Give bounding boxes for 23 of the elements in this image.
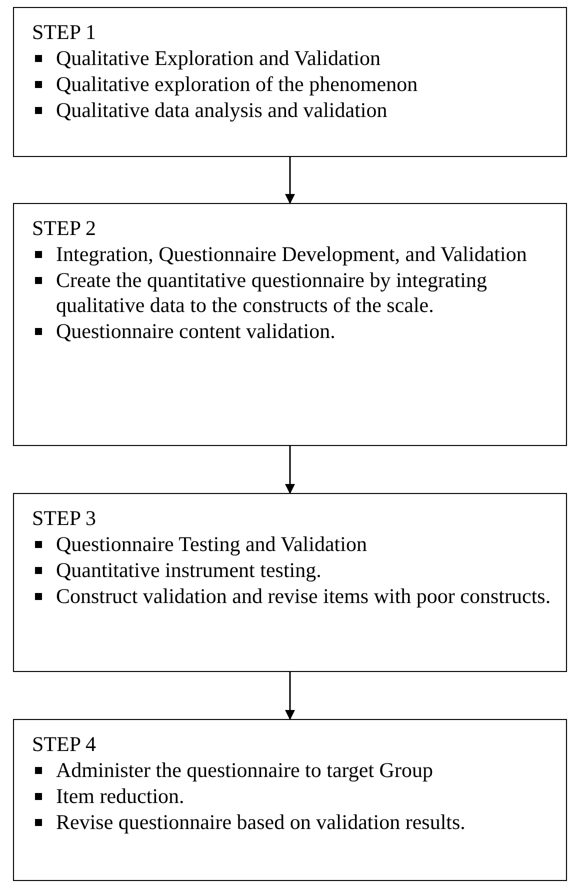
- bullet-item: Revise questionnaire based on validation results.: [32, 810, 556, 835]
- bullet-item: Questionnaire content validation.: [32, 319, 556, 344]
- arrow: [285, 672, 295, 720]
- arrow: [285, 446, 295, 494]
- arrow: [285, 157, 295, 204]
- bullet-item: Questionnaire Testing and Validation: [32, 532, 556, 557]
- step-box: [13, 203, 567, 446]
- bullet-item: Qualitative exploration of the phenomenon: [32, 72, 556, 97]
- step-heading: STEP 1: [32, 20, 97, 45]
- step-box: [13, 7, 567, 157]
- step-heading: STEP 4: [32, 732, 97, 757]
- bullet-item: Construct validation and revise items with poor constructs.: [32, 584, 556, 609]
- bullet-item: Administer the questionnaire to target Group: [32, 758, 556, 783]
- bullet-item: Item reduction.: [32, 784, 556, 809]
- bullet-item: Create the quantitative questionnaire by integrating qualitative data to the constructs of the scale.: [32, 268, 556, 318]
- step-box: [13, 493, 567, 672]
- step-box: [13, 719, 567, 881]
- bullet-item: Integration, Questionnaire Development, and Validation: [32, 242, 556, 267]
- step-heading: STEP 3: [32, 506, 97, 531]
- step-heading: STEP 2: [32, 216, 97, 241]
- bullet-item: Qualitative data analysis and validation: [32, 98, 556, 123]
- bullet-item: Quantitative instrument testing.: [32, 558, 556, 583]
- bullet-item: Qualitative Exploration and Validation: [32, 46, 556, 71]
